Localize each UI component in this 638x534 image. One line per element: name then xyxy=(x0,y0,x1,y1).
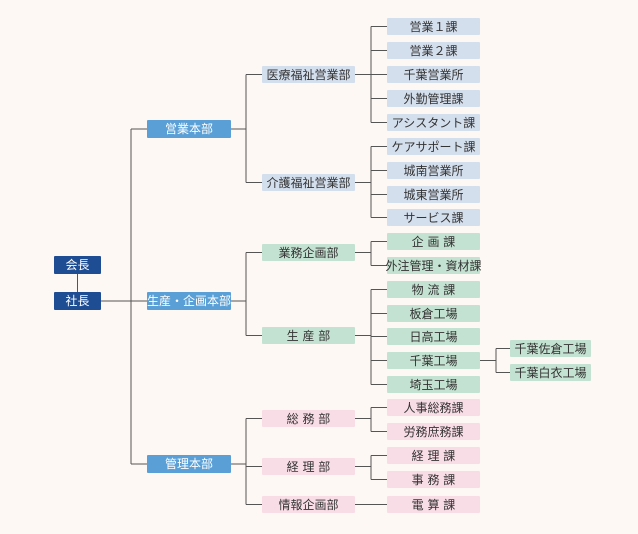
section-hidaka-factory: 日高工場 xyxy=(387,328,480,345)
section-chiba-factory: 千葉工場 xyxy=(387,352,480,369)
section-accounting: 経 理 課 xyxy=(387,447,480,464)
section-care-support: ケアサポート課 xyxy=(387,138,480,155)
section-office-work: 事 務 課 xyxy=(387,471,480,488)
section-planning: 企 画 課 xyxy=(387,233,480,250)
dept-information-planning: 情報企画部 xyxy=(262,496,355,513)
section-sales-2: 営業２課 xyxy=(387,42,480,59)
section-hr-general: 人事総務課 xyxy=(387,399,480,416)
hq-administration: 管理本部 xyxy=(147,455,231,473)
dept-business-planning: 業務企画部 xyxy=(262,244,355,261)
section-saitama-factory: 埼玉工場 xyxy=(387,376,480,393)
dept-accounting: 経 理 部 xyxy=(262,458,355,475)
section-itakura-factory: 板倉工場 xyxy=(387,305,480,322)
dept-care-welfare-sales: 介護福祉営業部 xyxy=(262,174,355,191)
hq-production-planning: 生産・企画本部 xyxy=(147,292,232,310)
section-service: サービス課 xyxy=(387,209,480,226)
section-computing: 電 算 課 xyxy=(387,496,480,513)
hq-sales: 営業本部 xyxy=(147,120,231,138)
section-sales-1: 営業１課 xyxy=(387,18,480,35)
section-outsourcing-materials: 外注管理・資材課 xyxy=(385,257,482,274)
president-box: 社長 xyxy=(54,292,101,310)
dept-general-affairs: 総 務 部 xyxy=(262,410,355,427)
section-chiba-hakui-factory: 千葉白衣工場 xyxy=(510,364,591,381)
section-joto-sales-office: 城東営業所 xyxy=(387,186,480,203)
section-chiba-sakura-factory: 千葉佐倉工場 xyxy=(510,340,591,357)
section-jonan-sales-office: 城南営業所 xyxy=(387,162,480,179)
section-chiba-sales-office: 千葉営業所 xyxy=(387,66,480,83)
dept-production: 生 産 部 xyxy=(262,327,355,344)
dept-medical-welfare-sales: 医療福祉営業部 xyxy=(262,66,355,83)
section-field-management: 外勤管理課 xyxy=(387,90,480,107)
section-logistics: 物 流 課 xyxy=(387,281,480,298)
chairman-box: 会長 xyxy=(54,256,101,274)
section-assistant: アシスタント課 xyxy=(387,114,480,131)
section-labor-general: 労務庶務課 xyxy=(387,423,480,440)
